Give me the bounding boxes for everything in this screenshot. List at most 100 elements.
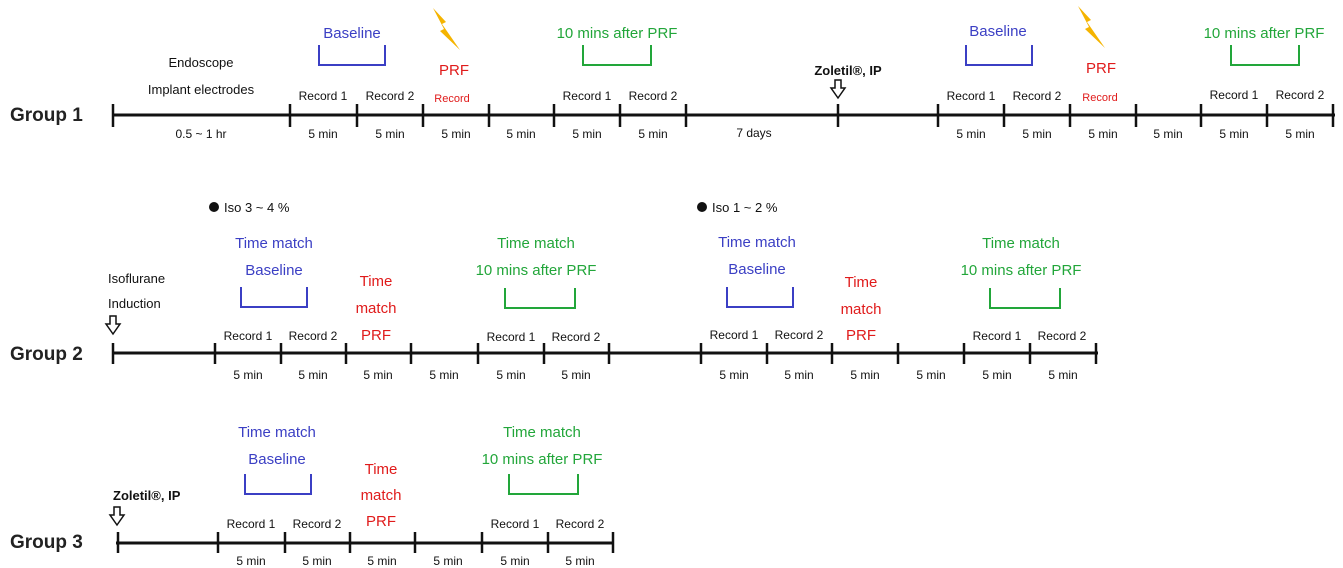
group3-record-label: Record 2 (556, 517, 605, 531)
group2-duration-label: 5 min (916, 368, 945, 382)
group1-after-label: 10 mins after PRF (557, 25, 678, 42)
group2-duration-label: 5 min (496, 368, 525, 382)
group1-after-label: 10 mins after PRF (1204, 25, 1325, 42)
group3-timeline: Group 3 Zoletil®, IP Time match Baseline… (10, 424, 615, 568)
group2-duration-label: 5 min (233, 368, 262, 382)
group2-iso-low-label: Iso 3 ~ 4 % (224, 200, 290, 215)
group2-prf-line3: PRF (846, 327, 876, 344)
group3-label: Group 3 (10, 532, 83, 553)
group3-prf-line2: match (361, 487, 402, 504)
group2-baseline-bracket (240, 287, 308, 308)
group3-duration-label: 5 min (236, 554, 265, 568)
group2-prf-line2: match (356, 300, 397, 317)
group3-injection-label: Zoletil®, IP (113, 488, 181, 503)
group3-time-match-label: Time match (503, 424, 581, 441)
group1-record-label: Record 2 (629, 89, 678, 103)
group2-after-label: 10 mins after PRF (476, 262, 597, 279)
group2-prf-line3: PRF (361, 327, 391, 344)
group1-after-bracket (1230, 45, 1300, 66)
group2-duration-label: 5 min (784, 368, 813, 382)
group2-time-match-label: Time match (497, 235, 575, 252)
group2-record-label: Record 2 (289, 329, 338, 343)
group1-duration-label: 5 min (441, 127, 470, 141)
group2-baseline-label: Baseline (728, 261, 786, 278)
group2-record-label: Record 2 (1038, 329, 1087, 343)
bullet-icon (209, 202, 219, 212)
group2-iso-high-label: Iso 1 ~ 2 % (712, 200, 778, 215)
group1-duration-label: 5 min (308, 127, 337, 141)
group1-record-label: Record 2 (1013, 89, 1062, 103)
group3-prf-line3: PRF (366, 513, 396, 530)
group1-record-label: Record 1 (1210, 88, 1259, 102)
group2-record-label: Record 1 (973, 329, 1022, 343)
group1-duration-label: 5 min (956, 127, 985, 141)
group2-duration-label: 5 min (982, 368, 1011, 382)
group1-record-label: Record 2 (1276, 88, 1325, 102)
group1-baseline-label: Baseline (969, 23, 1027, 40)
group1-duration-label: 5 min (1219, 127, 1248, 141)
group1-label: Group 1 (10, 105, 83, 126)
group1-baseline-label: Baseline (323, 25, 381, 42)
group3-prf-line1: Time (365, 461, 398, 478)
group3-ticks (116, 532, 615, 553)
group2-prf-line1: Time (845, 274, 878, 291)
group2-duration-label: 5 min (719, 368, 748, 382)
group1-duration-label: 7 days (736, 126, 771, 140)
group3-after-bracket (508, 474, 579, 495)
lightning-bolt-icon (433, 8, 460, 50)
group2-duration-label: 5 min (1048, 368, 1077, 382)
group1-prf-record-label: Record (434, 93, 469, 105)
group2-time-match-label: Time match (982, 235, 1060, 252)
group1-record-label: Record 1 (299, 89, 348, 103)
group2-after-bracket (504, 288, 576, 309)
group2-record-label: Record 2 (552, 330, 601, 344)
group2-record-label: Record 2 (775, 328, 824, 342)
group3-baseline-bracket (244, 474, 312, 495)
group2-duration-label: 5 min (298, 368, 327, 382)
group1-duration-label: 5 min (1153, 127, 1182, 141)
group1-ticks (111, 104, 1335, 127)
group3-record-label: Record 1 (491, 517, 540, 531)
group1-procedure-line1: Endoscope (168, 55, 233, 70)
down-arrow-icon (108, 506, 126, 527)
group1-record-label: Record 1 (947, 89, 996, 103)
group1-injection-label: Zoletil®, IP (814, 63, 882, 78)
group3-duration-label: 5 min (433, 554, 462, 568)
group1-duration-label: 5 min (1088, 127, 1117, 141)
group2-time-match-label: Time match (235, 235, 313, 252)
group1-prf-label: PRF (439, 62, 469, 79)
group2-induction-line2: Induction (108, 296, 161, 311)
group2-baseline-bracket (726, 287, 794, 308)
group2-duration-label: 5 min (429, 368, 458, 382)
group1-baseline-bracket (318, 45, 386, 66)
group3-time-match-label: Time match (238, 424, 316, 441)
group1-prf-label: PRF (1086, 60, 1116, 77)
group1-after-bracket (582, 45, 652, 66)
group1-duration-label: 5 min (375, 127, 404, 141)
group2-after-bracket (989, 288, 1061, 309)
group3-baseline-label: Baseline (248, 451, 306, 468)
group1-duration-label: 0.5 ~ 1 hr (175, 127, 226, 141)
group2-record-label: Record 1 (710, 328, 759, 342)
group3-duration-label: 5 min (367, 554, 396, 568)
group2-baseline-label: Baseline (245, 262, 303, 279)
group2-prf-line1: Time (360, 273, 393, 290)
group2-timeline: Group 2 Isoflurane Induction Iso 3 ~ 4 %… (10, 200, 1098, 382)
group2-duration-label: 5 min (363, 368, 392, 382)
group2-ticks (111, 343, 1098, 364)
group3-record-label: Record 1 (227, 517, 276, 531)
down-arrow-icon (104, 315, 122, 336)
group1-duration-label: 5 min (572, 127, 601, 141)
bullet-icon (697, 202, 707, 212)
lightning-bolt-icon (1078, 6, 1105, 48)
group1-record-label: Record 2 (366, 89, 415, 103)
group1-record-label: Record 1 (563, 89, 612, 103)
group3-record-label: Record 2 (293, 517, 342, 531)
group1-duration-label: 5 min (1022, 127, 1051, 141)
group2-duration-label: 5 min (850, 368, 879, 382)
group1-duration-label: 5 min (638, 127, 667, 141)
group1-duration-label: 5 min (506, 127, 535, 141)
group2-record-label: Record 1 (224, 329, 273, 343)
group3-after-label: 10 mins after PRF (482, 451, 603, 468)
